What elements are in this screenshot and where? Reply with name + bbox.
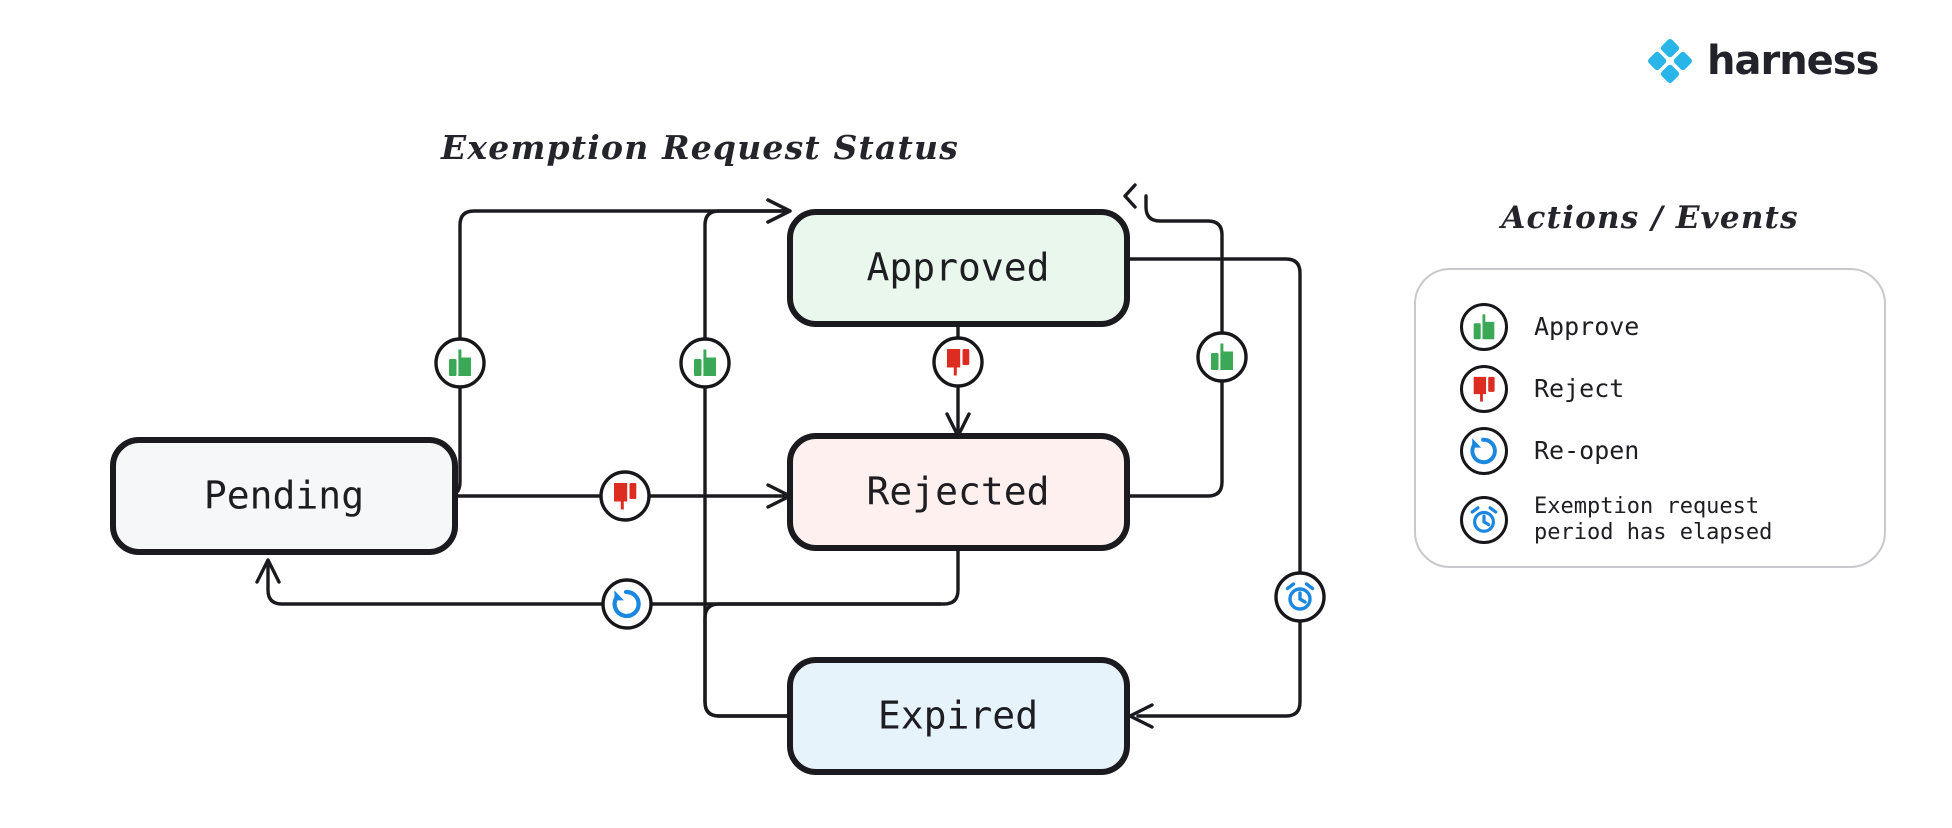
legend-panel: Approve Reject Re-open [1414,268,1886,568]
harness-logo: harness [1647,38,1879,84]
node-approved-label: Approved [866,246,1049,290]
legend-item-reject: Reject [1416,358,1884,420]
alarm-clock-badge [1460,496,1508,544]
state-diagram: Pending Approved Rejected Expired [110,183,1326,775]
edge-expired-to-approved [703,198,792,718]
edge-pending-to-approved [444,198,792,498]
alarm-clock-icon [1470,506,1498,533]
edge-badge-approve-expired[interactable] [679,337,731,389]
legend-item-approve: Approve [1416,296,1884,358]
edge-approved-to-expired [1125,257,1302,729]
page-title: Exemption Request Status [441,128,959,167]
edge-badge-reject-pending[interactable] [599,470,651,522]
reopen-icon [1470,437,1497,465]
reopen-badge [1460,427,1508,475]
node-approved[interactable]: Approved [787,209,1130,327]
edge-badge-approve-pending[interactable] [434,337,486,389]
legend-item-approve-label: Approve [1534,312,1640,342]
edge-badge-reject-approved[interactable] [932,336,984,388]
harness-wordmark: harness [1707,38,1879,84]
thumbs-up-icon [1473,314,1495,340]
thumbs-down-icon [1473,376,1495,402]
node-rejected-label: Rejected [866,470,1049,514]
legend-item-elapsed: Exemption request period has elapsed [1416,482,1884,558]
legend-item-reopen-label: Re-open [1534,436,1640,466]
legend-title: Actions / Events [1501,200,1799,236]
node-pending-label: Pending [204,474,364,518]
edge-badge-reopen[interactable] [601,578,653,630]
edge-badge-approve-rejected[interactable] [1196,331,1248,383]
legend-item-elapsed-label: Exemption request period has elapsed [1534,494,1773,545]
node-expired[interactable]: Expired [787,657,1130,775]
node-pending[interactable]: Pending [110,437,458,555]
thumbs-down-badge [1460,365,1508,413]
legend-item-reject-label: Reject [1534,374,1625,404]
legend-item-reopen: Re-open [1416,420,1884,482]
node-rejected[interactable]: Rejected [787,433,1130,551]
edge-rejected-to-approved [1123,183,1224,498]
node-expired-label: Expired [878,694,1038,738]
edge-badge-elapsed[interactable] [1274,571,1326,623]
thumbs-up-badge [1460,303,1508,351]
harness-diamond-logo-icon [1648,39,1692,83]
